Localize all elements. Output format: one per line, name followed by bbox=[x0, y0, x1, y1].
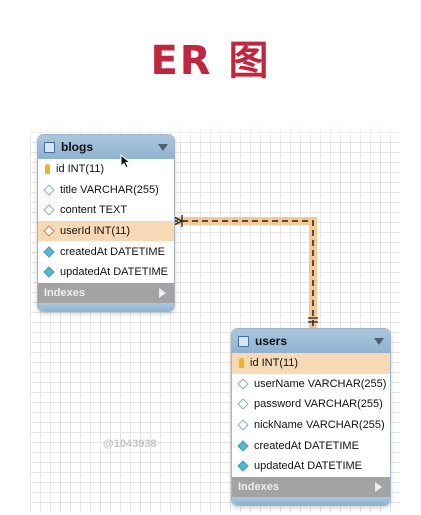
column-row-highlighted[interactable]: id INT(11) bbox=[232, 353, 390, 374]
column-row[interactable]: createdAt DATETIME bbox=[38, 241, 174, 262]
column-row-highlighted[interactable]: userId INT(11) bbox=[38, 220, 174, 242]
table-blogs-header[interactable]: blogs bbox=[38, 135, 174, 159]
primary-key-icon bbox=[45, 164, 50, 175]
indexes-label: Indexes bbox=[44, 286, 85, 299]
indexes-section[interactable]: Indexes bbox=[232, 476, 390, 497]
column-row[interactable]: updatedAt DATETIME bbox=[232, 456, 390, 477]
column-label: title VARCHAR(255) bbox=[60, 183, 159, 196]
relationship-line bbox=[172, 220, 314, 330]
chevron-right-icon[interactable] bbox=[159, 287, 166, 298]
column-diamond-icon bbox=[237, 378, 249, 390]
relationship-highlight bbox=[172, 217, 317, 330]
column-label: createdAt DATETIME bbox=[60, 245, 165, 258]
watermark: @1043938 bbox=[103, 438, 157, 450]
column-row[interactable]: createdAt DATETIME bbox=[232, 435, 390, 456]
chevron-down-icon[interactable] bbox=[158, 143, 168, 151]
column-row[interactable]: nickName VARCHAR(255) bbox=[232, 415, 390, 436]
column-label: id INT(11) bbox=[56, 163, 105, 176]
column-label: nickName VARCHAR(255) bbox=[254, 419, 385, 432]
page-title: ER 图 bbox=[150, 38, 271, 84]
mouse-cursor-icon bbox=[120, 154, 132, 169]
table-name: users bbox=[255, 334, 288, 348]
column-row[interactable]: userName VARCHAR(255) bbox=[232, 374, 390, 395]
indexes-label: Indexes bbox=[238, 480, 279, 493]
column-diamond-icon bbox=[237, 398, 249, 411]
table-users-header[interactable]: users bbox=[232, 329, 390, 353]
table-icon bbox=[238, 335, 249, 347]
column-row[interactable]: content TEXT bbox=[38, 200, 174, 221]
column-filled-diamond-icon bbox=[43, 246, 55, 258]
primary-key-icon bbox=[239, 358, 244, 369]
column-label: userId INT(11) bbox=[60, 225, 131, 238]
column-row[interactable]: updatedAt DATETIME bbox=[38, 262, 174, 283]
column-filled-diamond-icon bbox=[237, 440, 249, 452]
column-label: id INT(11) bbox=[250, 357, 299, 370]
chevron-down-icon[interactable] bbox=[374, 337, 384, 345]
indexes-section[interactable]: Indexes bbox=[38, 282, 174, 303]
column-label: updatedAt DATETIME bbox=[254, 460, 363, 473]
column-diamond-icon bbox=[43, 184, 55, 196]
chevron-right-icon[interactable] bbox=[375, 481, 382, 492]
column-filled-diamond-icon bbox=[237, 460, 249, 472]
column-row[interactable]: password VARCHAR(255) bbox=[232, 394, 390, 415]
column-label: updatedAt DATETIME bbox=[60, 266, 169, 279]
table-name: blogs bbox=[61, 140, 93, 154]
column-row[interactable]: title VARCHAR(255) bbox=[38, 180, 174, 201]
column-label: createdAt DATETIME bbox=[254, 439, 359, 452]
column-row[interactable]: id INT(11) bbox=[38, 159, 174, 180]
foreign-key-icon bbox=[43, 225, 55, 237]
column-diamond-icon bbox=[43, 204, 55, 217]
column-label: content TEXT bbox=[60, 204, 128, 217]
one-marker-icon bbox=[308, 317, 318, 323]
column-label: password VARCHAR(255) bbox=[254, 398, 383, 411]
column-filled-diamond-icon bbox=[43, 266, 55, 278]
table-users[interactable]: users id INT(11) userName VARCHAR(255) p… bbox=[231, 328, 391, 506]
column-diamond-icon bbox=[237, 419, 249, 431]
column-label: userName VARCHAR(255) bbox=[254, 377, 387, 390]
table-blogs[interactable]: blogs id INT(11) title VARCHAR(255) cont… bbox=[37, 134, 175, 312]
table-icon bbox=[44, 141, 55, 153]
